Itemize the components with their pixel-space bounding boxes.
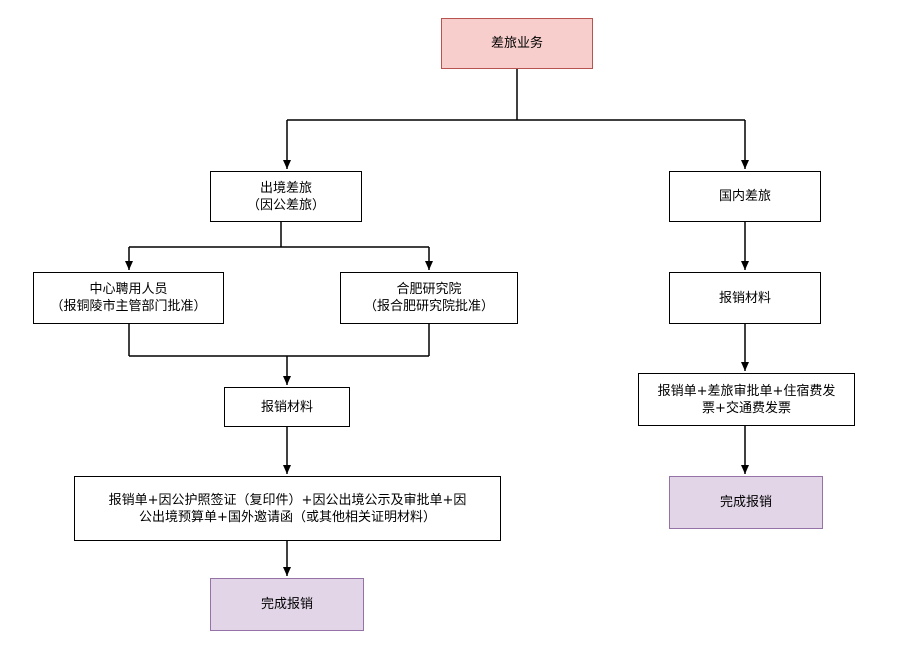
node-label-line: 国内差旅	[718, 189, 771, 204]
node-domestic-materials: 报销材料	[669, 272, 821, 324]
node-label-line: 报销材料	[260, 399, 313, 415]
node-label-line: 完成报销	[719, 495, 772, 510]
node-label-line: 公出境预算单+国外邀请函（或其他相关证明材料）	[139, 509, 436, 525]
node-label-line: 合肥研究院	[396, 282, 462, 297]
node-center-staff: 中心聘用人员 （报铜陵市主管部门批准）	[33, 272, 224, 324]
node-label-line: 出境差旅	[259, 180, 312, 196]
node-hefei-institute: 合肥研究院 （报合肥研究院批准）	[340, 272, 518, 324]
node-label-line: 完成报销	[260, 597, 313, 612]
node-label-line: （报合肥研究院批准）	[363, 299, 494, 314]
node-label-line: 报销单+差旅审批单+住宿费发	[657, 383, 836, 399]
node-domestic-documents: 报销单+差旅审批单+住宿费发 票+交通费发票	[638, 373, 855, 426]
node-outbound-materials: 报销材料	[224, 387, 350, 427]
node-label-line: 报销单+因公护照签证（复印件）+因公出境公示及审批单+因	[108, 492, 467, 508]
node-domestic-travel: 国内差旅	[669, 171, 821, 222]
node-label-line: 报销材料	[718, 290, 771, 306]
node-label-line: 差旅业务	[490, 36, 543, 51]
node-outbound-documents: 报销单+因公护照签证（复印件）+因公出境公示及审批单+因 公出境预算单+国外邀请…	[74, 476, 501, 541]
node-travel-business: 差旅业务	[441, 18, 593, 69]
node-outbound-travel: 出境差旅 （因公差旅）	[210, 171, 362, 222]
node-label-line: 中心聘用人员	[89, 282, 168, 297]
node-label-line: （因公差旅）	[246, 197, 325, 213]
node-label-line: （报铜陵市主管部门批准）	[50, 299, 207, 314]
node-domestic-complete: 完成报销	[669, 476, 823, 529]
node-label-line: 票+交通费发票	[702, 400, 791, 416]
node-outbound-complete: 完成报销	[210, 578, 364, 631]
